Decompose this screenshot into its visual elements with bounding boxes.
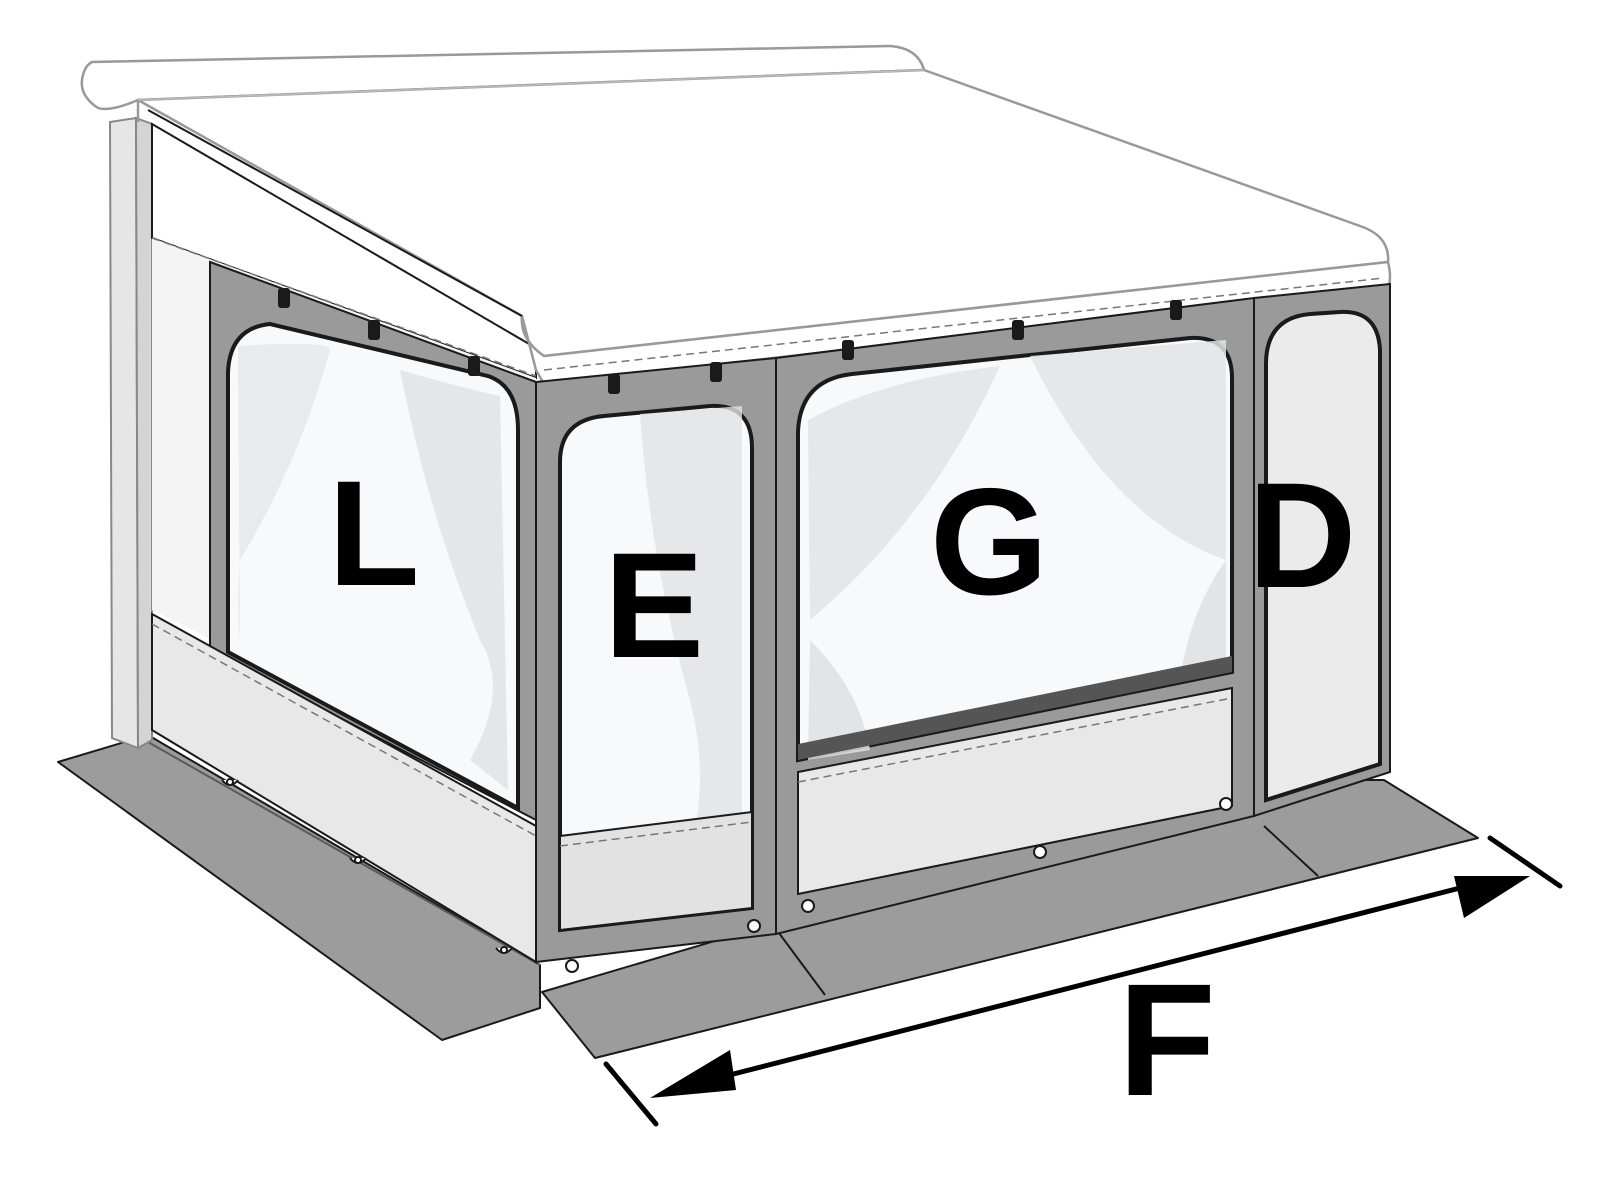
dimension-f <box>603 835 1563 1127</box>
curtain-main-right <box>1030 340 1226 560</box>
panel-front-window <box>775 296 1255 936</box>
dimension-tick-right <box>1487 835 1563 889</box>
curtain-main-left <box>808 366 1000 620</box>
peg-loop <box>221 778 513 954</box>
toggle-fastener <box>278 288 480 376</box>
panel-right-door <box>1253 282 1391 818</box>
peg-loop <box>801 797 1233 913</box>
dimension-tick-left <box>603 1061 659 1127</box>
panel-front-entry <box>535 356 777 973</box>
curtain-entry <box>640 406 742 912</box>
arrowhead-right <box>1454 876 1530 918</box>
canopy <box>80 44 1392 386</box>
label-window-panel-g: G <box>930 457 1049 627</box>
skirt-entry <box>559 810 753 932</box>
wall-rail <box>108 116 153 750</box>
curtain-left-a <box>238 343 330 640</box>
arrowhead-left <box>650 1050 736 1098</box>
window-sill-strip <box>798 656 1232 760</box>
dimension-line <box>707 885 1463 1083</box>
curtain-left-b <box>400 370 508 790</box>
label-door-panel-d: D <box>1248 451 1357 619</box>
left-wall-upper <box>151 122 537 640</box>
label-width-f: F <box>1118 950 1216 1129</box>
label-entry-panel-e: E <box>604 521 705 689</box>
door-panel <box>1264 309 1382 803</box>
peg-loop <box>565 919 761 973</box>
label-side-panel-l: L <box>328 449 420 617</box>
